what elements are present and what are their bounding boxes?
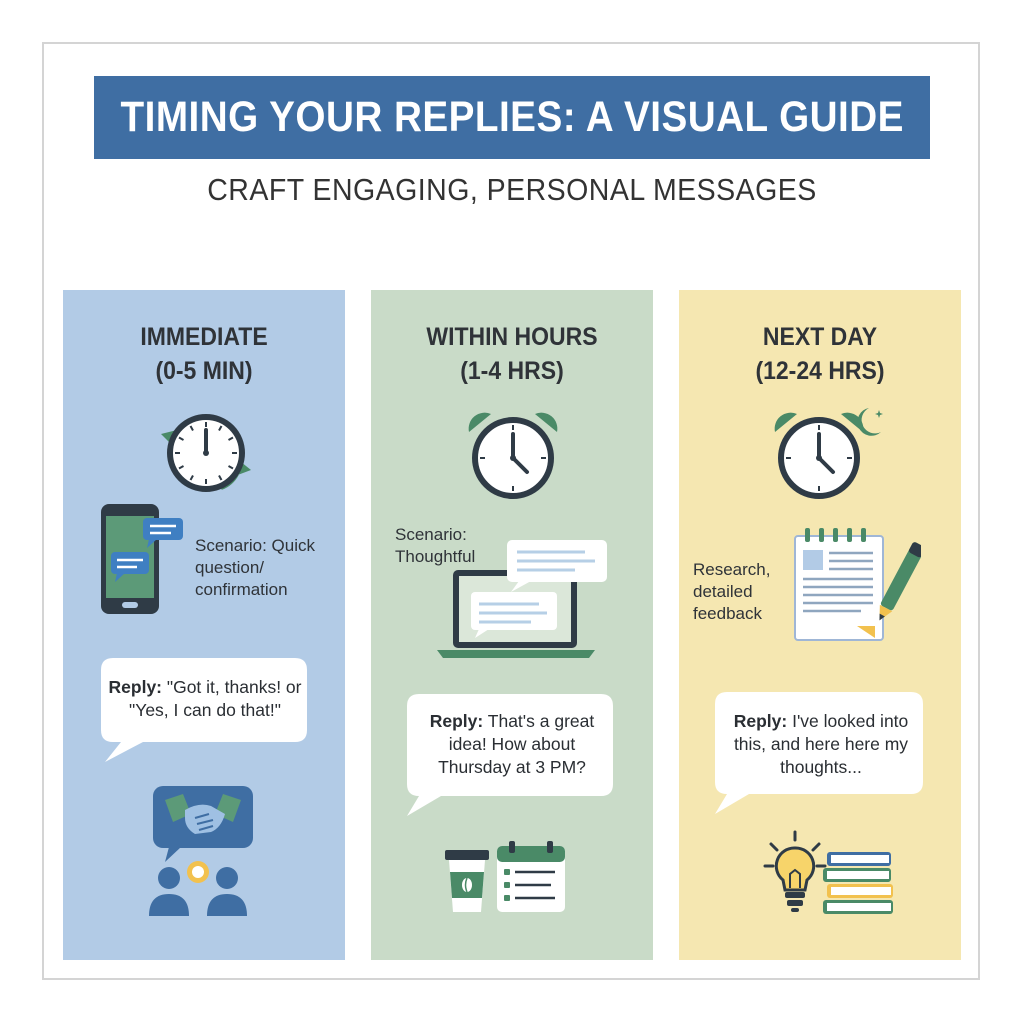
reply-text: Reply: That's a great idea! How about Th… — [415, 710, 609, 779]
bubble-shape — [101, 658, 307, 762]
reply-text: Reply: "Got it, thanks! or "Yes, I can d… — [103, 676, 307, 722]
handshake-chat-icon — [153, 786, 253, 862]
lightbulb-icon — [763, 830, 827, 912]
laptop-chat-icon — [437, 540, 607, 658]
scenario-text: Research, detailed feedback — [693, 560, 771, 623]
column-within-hours: WITHIN HOURS (1-4 HRS) Scenario: Thought… — [371, 290, 653, 960]
heading-line-1: IMMEDIATE — [140, 323, 268, 351]
bubble-shape — [715, 692, 923, 814]
reply-content: That's a great idea! How about Thursday … — [438, 711, 595, 777]
column-heading: WITHIN HOURS (1-4 HRS) — [382, 320, 641, 388]
column-heading: NEXT DAY (12-24 HRS) — [690, 320, 949, 388]
phone-chat-icon — [101, 504, 183, 614]
heading-line-1: NEXT DAY — [762, 323, 878, 351]
alarm-clock-icon — [468, 412, 558, 499]
coffee-cup-icon — [445, 850, 489, 912]
notepad-pen-icon — [794, 528, 921, 641]
heading-line-2: (1-4 HRS) — [460, 357, 564, 385]
alarm-clock-moon-icon — [774, 408, 883, 499]
heading-line-2: (12-24 HRS) — [755, 357, 885, 385]
reply-content: I've looked into this, and here here my … — [733, 711, 909, 777]
reply-label: Reply: — [108, 677, 162, 697]
scenario-text: Scenario: Quick question/ confirmation — [195, 536, 315, 599]
people-icon — [149, 861, 247, 916]
reply-content: "Got it, thanks! or "Yes, I can do that!… — [129, 677, 302, 720]
column-heading: IMMEDIATE (0-5 MIN) — [74, 320, 333, 388]
reply-bubble: Reply: "Got it, thanks! or "Yes, I can d… — [99, 656, 309, 766]
reply-bubble: Reply: That's a great idea! How about Th… — [405, 692, 615, 818]
reply-bubble: Reply: I've looked into this, and here h… — [713, 690, 925, 816]
books-icon — [823, 852, 893, 914]
page-title: TIMING YOUR REPLIES: A VISUAL GUIDE — [120, 93, 904, 141]
column-immediate: IMMEDIATE (0-5 MIN) Scenario: — [63, 290, 345, 960]
scenario-text: Scenario: Thoughtful — [395, 525, 476, 566]
bubble-shape — [407, 694, 613, 816]
title-banner: TIMING YOUR REPLIES: A VISUAL GUIDE — [94, 76, 930, 159]
calendar-icon — [497, 841, 565, 912]
column-next-day: NEXT DAY (12-24 HRS) Research, detailed … — [679, 290, 961, 960]
reply-label: Reply: — [733, 711, 788, 731]
clock-arrows-icon — [161, 414, 251, 492]
reply-label: Reply: — [429, 711, 484, 731]
reply-text: Reply: I've looked into this, and here h… — [727, 710, 915, 779]
heading-line-1: WITHIN HOURS — [426, 323, 598, 351]
heading-line-2: (0-5 MIN) — [155, 357, 253, 385]
page-subtitle: CRAFT ENGAGING, PERSONAL MESSAGES — [207, 172, 817, 207]
